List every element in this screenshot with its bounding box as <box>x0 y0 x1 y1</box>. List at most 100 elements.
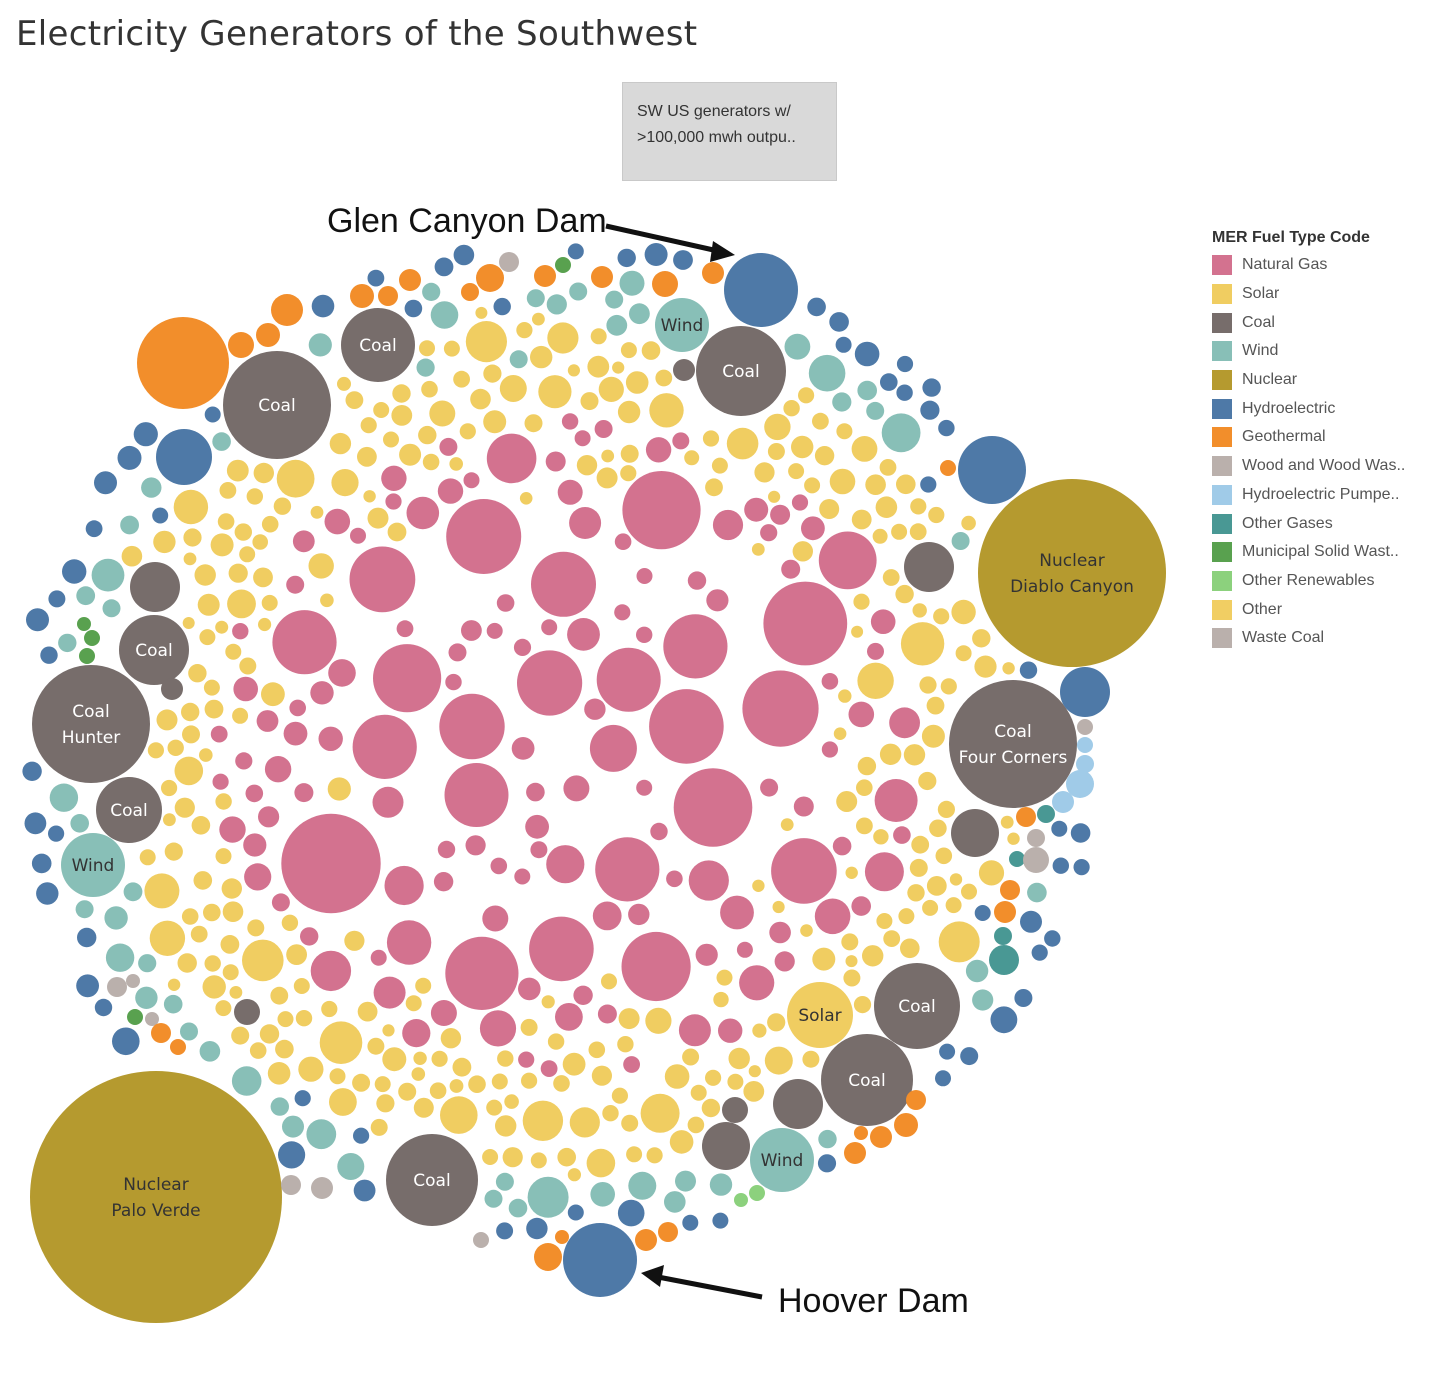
bubble-hydroelectric[interactable] <box>61 559 87 584</box>
bubble-solar[interactable] <box>276 459 315 498</box>
bubble-hydroelectric[interactable] <box>94 471 117 495</box>
bubble-geothermal[interactable] <box>994 901 1016 923</box>
bubble-solar[interactable] <box>443 340 460 357</box>
bubble-solar[interactable] <box>399 443 422 466</box>
bubble-solar[interactable] <box>203 903 221 922</box>
bubble-coal[interactable] <box>722 1097 748 1123</box>
bubble-hydroelectric[interactable] <box>76 974 99 998</box>
bubble-solar[interactable] <box>149 920 186 956</box>
bubble-wind[interactable] <box>58 633 77 653</box>
bubble-solar[interactable] <box>173 489 209 525</box>
bubble-solar[interactable] <box>856 817 873 835</box>
bubble-solar[interactable] <box>590 328 607 345</box>
bubble-natural-gas[interactable] <box>219 816 246 843</box>
bubble-municipal-solid-wast[interactable] <box>84 630 100 646</box>
bubble-natural-gas[interactable] <box>744 497 769 522</box>
bubble-natural-gas[interactable] <box>232 623 249 640</box>
bubble-natural-gas[interactable] <box>594 420 613 438</box>
legend-item[interactable]: Hydroelectric <box>1212 394 1448 423</box>
bubble-geothermal[interactable] <box>906 1090 926 1110</box>
bubble-natural-gas[interactable] <box>294 783 314 803</box>
bubble-hydroelectric[interactable] <box>1019 661 1038 679</box>
bubble-solar[interactable] <box>929 819 947 838</box>
bubble-solar[interactable] <box>547 1033 565 1050</box>
bubble-solar[interactable] <box>147 742 164 759</box>
bubble-geothermal[interactable] <box>534 1243 562 1271</box>
bubble-solar[interactable] <box>838 689 852 703</box>
bubble-solar[interactable] <box>286 944 307 965</box>
bubble-natural-gas[interactable] <box>486 433 537 484</box>
bubble-solar[interactable] <box>202 975 226 999</box>
bubble-hydroelectric[interactable] <box>896 384 913 401</box>
bubble-solar[interactable] <box>620 342 637 359</box>
bubble-solar[interactable] <box>900 622 945 666</box>
bubble-solar[interactable] <box>449 1079 464 1093</box>
bubble-solar[interactable] <box>621 1114 639 1132</box>
bubble-hydroelectric[interactable] <box>77 927 97 948</box>
bubble-natural-gas[interactable] <box>513 638 532 657</box>
bubble-solar[interactable] <box>576 455 598 476</box>
bubble-coal[interactable] <box>702 1122 750 1170</box>
bubble-natural-gas[interactable] <box>567 618 600 651</box>
bubble-wind[interactable] <box>628 1171 657 1200</box>
bubble-natural-gas[interactable] <box>514 868 531 885</box>
bubble-natural-gas[interactable] <box>636 779 653 796</box>
bubble-solar[interactable] <box>788 463 805 480</box>
bubble-natural-gas[interactable] <box>245 784 264 803</box>
bubble-hydroelectric[interactable] <box>960 1047 979 1066</box>
bubble-natural-gas[interactable] <box>718 1018 743 1043</box>
bubble-solar[interactable] <box>470 388 491 410</box>
bubble-solar[interactable] <box>167 739 184 756</box>
bubble-other-gases[interactable] <box>1009 851 1025 867</box>
bubble-natural-gas[interactable] <box>258 806 280 828</box>
bubble-solar[interactable] <box>655 369 673 387</box>
bubble-wind[interactable] <box>484 1189 503 1208</box>
legend-item[interactable]: Hydroelectric Pumpe.. <box>1212 481 1448 510</box>
bubble-solar[interactable] <box>191 816 211 835</box>
bubble-solar[interactable] <box>156 709 178 731</box>
bubble-natural-gas[interactable] <box>437 478 464 504</box>
bubble-hydroelectric[interactable] <box>36 882 59 905</box>
bubble-solar[interactable] <box>367 1037 385 1055</box>
bubble-natural-gas[interactable] <box>672 432 690 450</box>
bubble-coal[interactable] <box>119 615 189 685</box>
bubble-wood-and-wood-was[interactable] <box>1077 719 1093 735</box>
bubble-hydroelectric[interactable] <box>563 1223 637 1297</box>
bubble-solar[interactable] <box>360 417 377 434</box>
bubble-natural-gas[interactable] <box>465 835 486 856</box>
bubble-natural-gas[interactable] <box>760 778 779 797</box>
bubble-solar[interactable] <box>310 505 324 519</box>
bubble-natural-gas[interactable] <box>210 725 228 743</box>
bubble-natural-gas[interactable] <box>406 496 440 530</box>
bubble-solar[interactable] <box>620 465 637 482</box>
bubble-solar[interactable] <box>836 791 858 812</box>
bubble-solar[interactable] <box>949 873 963 886</box>
bubble-solar[interactable] <box>804 477 821 494</box>
bubble-solar[interactable] <box>352 1073 371 1092</box>
bubble-solar[interactable] <box>252 534 268 550</box>
bubble-solar[interactable] <box>909 858 928 877</box>
bubble-natural-gas[interactable] <box>584 698 606 720</box>
bubble-wood-and-wood-was[interactable] <box>281 1175 301 1195</box>
bubble-solar[interactable] <box>465 321 507 363</box>
bubble-natural-gas[interactable] <box>774 951 795 972</box>
bubble-natural-gas[interactable] <box>569 507 602 539</box>
bubble-natural-gas[interactable] <box>739 965 775 1001</box>
bubble-solar[interactable] <box>253 462 274 484</box>
bubble-solar[interactable] <box>530 345 553 369</box>
bubble-solar[interactable] <box>261 515 279 533</box>
bubble-solar[interactable] <box>912 603 927 618</box>
bubble-solar[interactable] <box>440 1096 478 1134</box>
bubble-solar[interactable] <box>780 818 794 831</box>
bubble-natural-gas[interactable] <box>649 689 724 764</box>
bubble-hydroelectric[interactable] <box>724 253 798 327</box>
bubble-wind[interactable] <box>526 289 545 308</box>
bubble-wind[interactable] <box>866 401 885 420</box>
bubble-natural-gas[interactable] <box>517 650 583 716</box>
bubble-solar[interactable] <box>1000 815 1014 829</box>
bubble-hydroelectric[interactable] <box>1031 944 1048 961</box>
bubble-natural-gas[interactable] <box>439 693 505 760</box>
bubble-solar[interactable] <box>532 312 545 326</box>
bubble-natural-gas[interactable] <box>614 604 631 621</box>
bubble-solar[interactable] <box>829 468 856 495</box>
